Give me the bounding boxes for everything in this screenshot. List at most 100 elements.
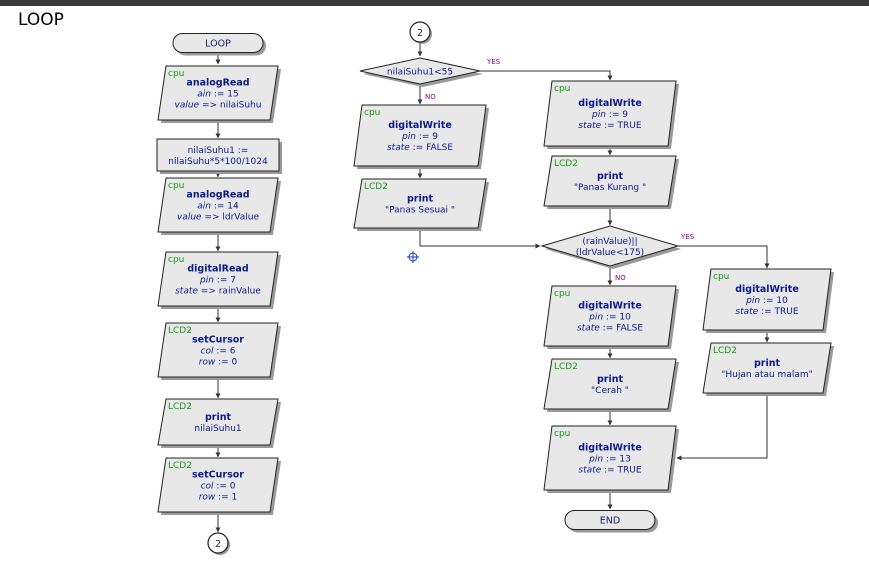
block-shape xyxy=(157,322,279,378)
param-name: pin xyxy=(588,455,603,465)
block-text: nilaiSuhu1 := xyxy=(188,146,249,156)
block-tag: LCD2 xyxy=(168,402,192,412)
param-value: "Cerah " xyxy=(591,386,629,396)
decision-rain-light[interactable]: (rainValue)||(ldrValue<175) xyxy=(540,225,681,269)
param-value: "Panas Sesuai " xyxy=(385,206,455,216)
top-bar xyxy=(0,0,869,6)
block-shape xyxy=(702,268,832,331)
flow-arrow xyxy=(678,245,770,269)
block-function: digitalWrite xyxy=(578,443,642,454)
block-tag: cpu xyxy=(554,84,570,94)
block-function: digitalWrite xyxy=(578,98,642,109)
param-value: => nilaiSuhu xyxy=(199,101,261,111)
block-param: state := TRUE xyxy=(578,121,641,131)
block-function: print xyxy=(597,171,624,182)
param-name: pin xyxy=(588,313,603,323)
param-value: := 9 xyxy=(416,132,438,142)
terminal-label: END xyxy=(600,516,620,527)
block-function: digitalWrite xyxy=(388,120,452,131)
param-value: => ldrValue xyxy=(202,213,260,223)
param-value: := 15 xyxy=(211,90,239,100)
block-param: state := FALSE xyxy=(577,324,643,334)
param-name: state xyxy=(578,466,601,476)
param-name: row xyxy=(199,493,216,503)
block-tag: cpu xyxy=(713,272,729,282)
param-value: := 1 xyxy=(215,493,237,503)
block-tag: LCD2 xyxy=(364,182,388,192)
param-value: := 14 xyxy=(211,202,239,212)
block-tag: cpu xyxy=(168,181,184,191)
assign-block[interactable]: nilaiSuhu1 :=nilaiSuhu*5*100/1024 xyxy=(156,138,282,174)
flow-arrow xyxy=(419,228,541,249)
start-terminal[interactable]: LOOP xyxy=(172,33,266,56)
connector-top[interactable]: 2 xyxy=(409,21,432,44)
param-name: state xyxy=(578,121,601,131)
block-shape xyxy=(157,457,279,513)
param-name: col xyxy=(201,482,214,492)
decision-shape xyxy=(359,57,481,85)
block-shape xyxy=(543,285,677,347)
param-name: pin xyxy=(199,276,214,286)
decision-text: (ldrValue<175) xyxy=(576,248,644,258)
block-param: "Cerah " xyxy=(591,386,629,396)
param-value: := 10 xyxy=(760,296,788,306)
block-shape xyxy=(156,138,280,172)
block-tag: cpu xyxy=(554,289,570,299)
block-tag: cpu xyxy=(554,429,570,439)
connector-shape xyxy=(409,21,431,43)
block-param: row := 0 xyxy=(199,358,238,368)
block-shape xyxy=(543,155,677,207)
block-function: print xyxy=(597,374,624,385)
param-value: := 13 xyxy=(603,455,631,465)
block-param: "Hujan atau malam" xyxy=(721,370,813,380)
connector-bottom[interactable]: 2 xyxy=(207,532,230,555)
block-function: digitalRead xyxy=(187,264,248,275)
block-function: analogRead xyxy=(186,78,249,89)
block-function: print xyxy=(205,412,232,423)
block-shape xyxy=(157,65,279,121)
param-name: value xyxy=(175,101,200,111)
block-param: row := 1 xyxy=(199,493,238,503)
param-name: row xyxy=(199,358,216,368)
block-param: state := TRUE xyxy=(735,307,798,317)
block-tag: LCD2 xyxy=(554,159,578,169)
yes-label: YES xyxy=(680,233,695,241)
param-value: := TRUE xyxy=(758,307,799,317)
terminal-label: LOOP xyxy=(205,39,231,50)
block-param: state => rainValue xyxy=(175,287,261,297)
param-value: := 7 xyxy=(214,276,236,286)
decision-temperature[interactable]: nilaiSuhu1<55 xyxy=(359,57,483,87)
block-param: ain := 15 xyxy=(197,90,238,100)
decision-text: (rainValue)|| xyxy=(582,237,637,247)
param-value: := 0 xyxy=(213,482,235,492)
param-name: ain xyxy=(197,202,211,212)
param-name: state xyxy=(175,287,198,297)
flow-arrow xyxy=(676,393,768,461)
terminal-shape xyxy=(172,33,264,53)
end-terminal[interactable]: END xyxy=(564,510,658,533)
block-text: nilaiSuhu*5*100/1024 xyxy=(168,157,268,167)
block-function: print xyxy=(754,358,781,369)
terminal-shape xyxy=(564,510,656,530)
block-shape xyxy=(157,251,279,307)
param-name: pin xyxy=(591,110,606,120)
param-value: "Hujan atau malam" xyxy=(721,370,813,380)
block-shape xyxy=(353,104,487,167)
param-value: := 10 xyxy=(603,313,631,323)
